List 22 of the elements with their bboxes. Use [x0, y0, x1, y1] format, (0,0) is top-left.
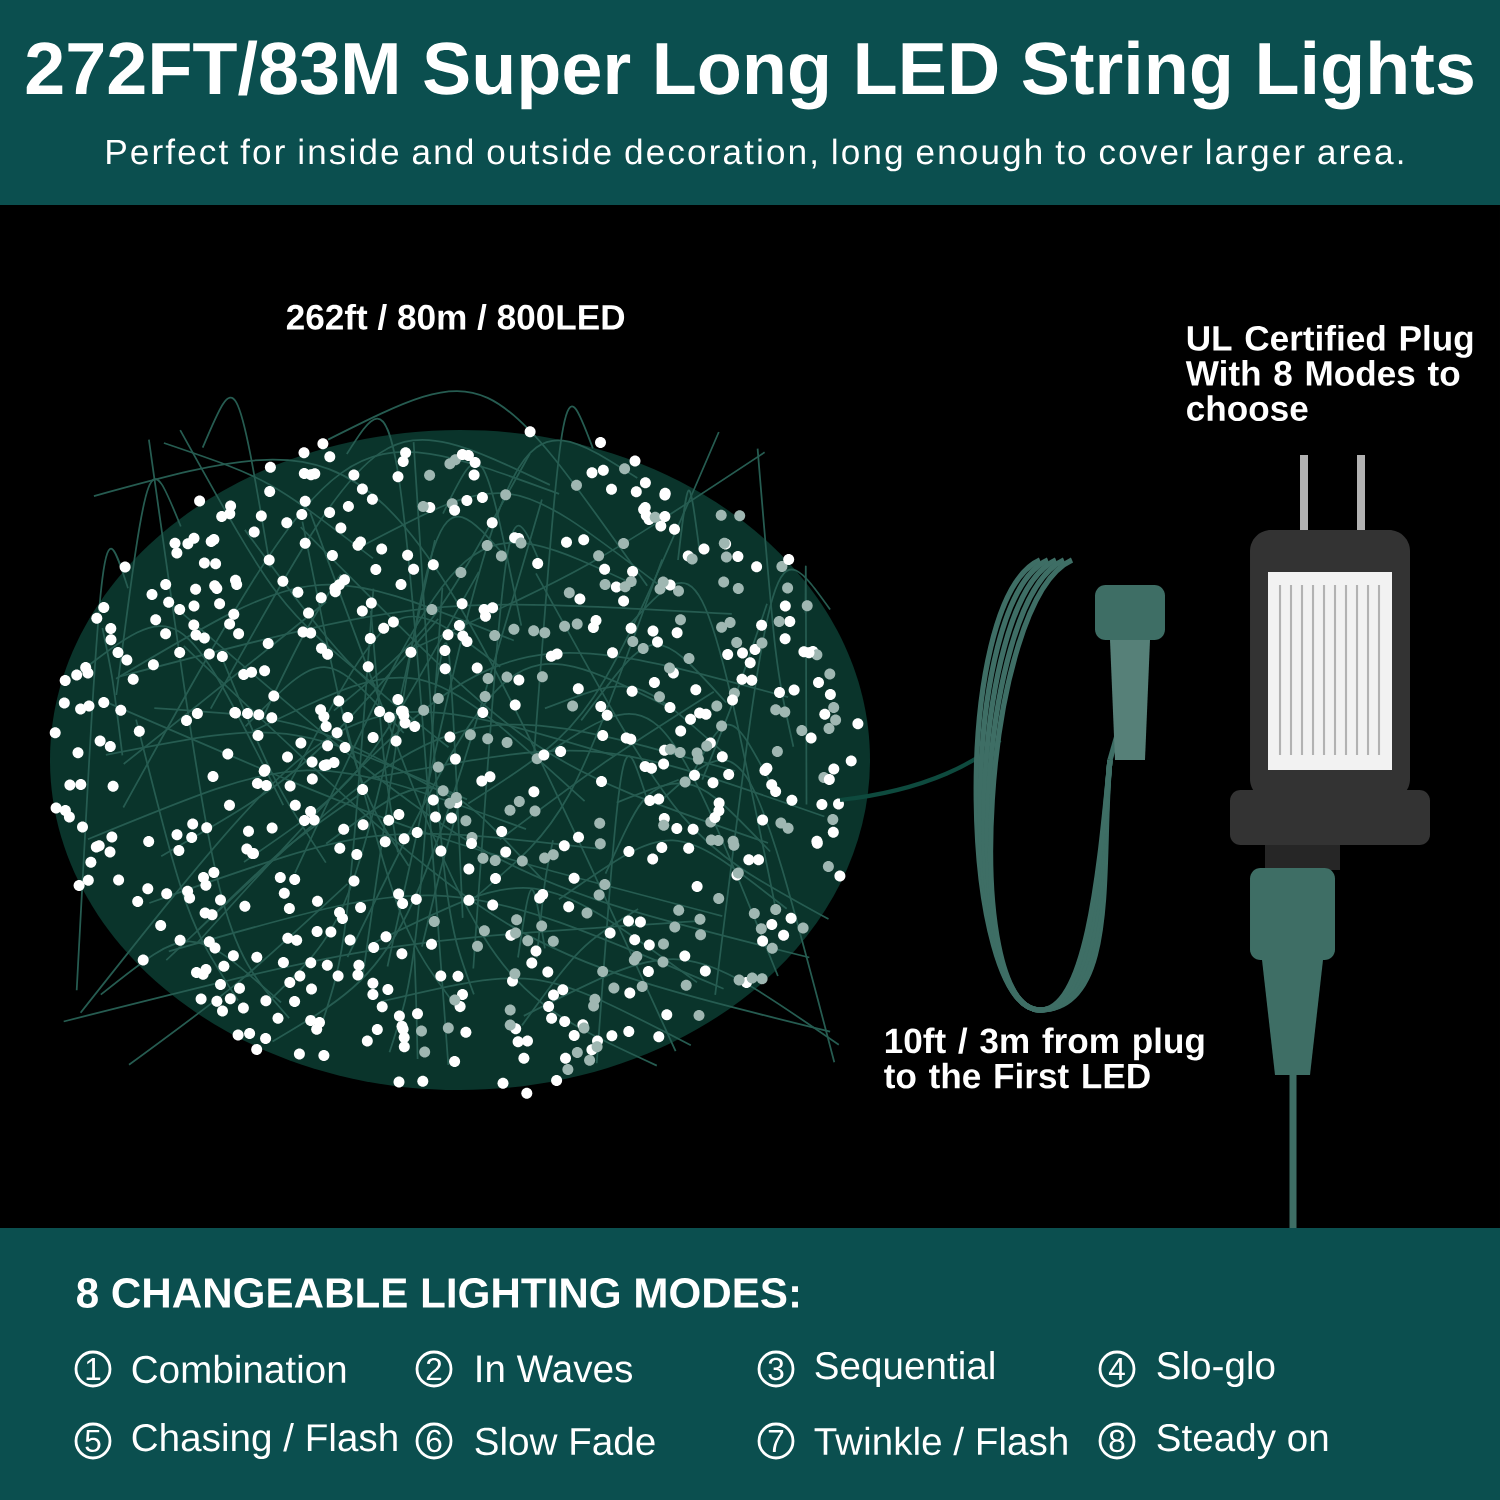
- mode-name: Chasing / Flash: [132, 1423, 397, 1459]
- mode-number: 4: [1098, 1350, 1136, 1388]
- lead-length-label: 10ft / 3m from plug to the First LED: [884, 1027, 1204, 1089]
- mode-number: 7: [757, 1422, 795, 1460]
- mode-number: 1: [74, 1350, 112, 1388]
- mode-number: 3: [757, 1350, 795, 1388]
- mode-name: Steady on: [1157, 1423, 1328, 1459]
- length-label: 262ft / 80m / 800LED: [286, 303, 625, 331]
- mode-number: 2: [415, 1350, 453, 1388]
- mode-name: Combination: [132, 1354, 346, 1384]
- mode-number: 6: [415, 1422, 453, 1460]
- mode-name: Twinkle / Flash: [814, 1426, 1067, 1456]
- mode-number: 5: [74, 1422, 112, 1460]
- mode-name: Slow Fade: [475, 1426, 655, 1456]
- title: 272FT/83M Super Long LED String Lights: [26, 40, 1473, 110]
- mode-name: In Waves: [477, 1355, 632, 1383]
- subtitle: Perfect for inside and outside decoration, long enough to cover larger area.: [107, 138, 1403, 172]
- mode-number: 8: [1098, 1422, 1136, 1460]
- mode-name: Slo-glo: [1157, 1351, 1275, 1387]
- mode-name: Sequential: [815, 1351, 994, 1387]
- modes-heading: 8 CHANGEABLE LIGHTING MODES:: [77, 1278, 798, 1308]
- plug-label: UL Certified Plug With 8 Modes to choose: [1185, 324, 1473, 422]
